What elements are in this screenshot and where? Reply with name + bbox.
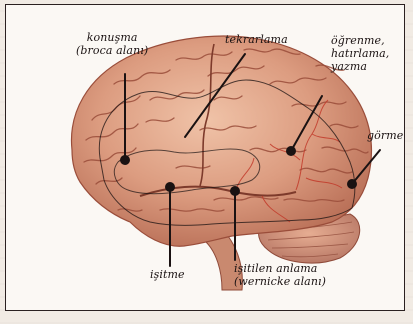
label-gorme: görme (367, 129, 403, 142)
label-ogrenme-line2: hatırlama, (331, 47, 389, 60)
label-isitme-line1: işitme (150, 268, 185, 281)
cerebrum (71, 36, 371, 246)
label-ogrenme-line1: öğrenme, (331, 34, 389, 47)
label-ogrenme: öğrenme, hatırlama, yazma (331, 34, 389, 73)
label-ogrenme-line3: yazma (331, 60, 389, 73)
label-isitilen: işitilen anlama (wernicke alanı) (234, 262, 326, 288)
label-gorme-line1: görme (367, 129, 403, 142)
dot-konusma (120, 155, 130, 165)
label-konusma: konuşma (broca alanı) (76, 31, 148, 57)
label-konusma-line2: (broca alanı) (76, 44, 148, 57)
dot-gorme (347, 179, 357, 189)
label-tekrarlama-line1: tekrarlama (225, 33, 288, 46)
label-konusma-line1: konuşma (76, 31, 148, 44)
label-isitme: işitme (150, 268, 185, 281)
label-tekrarlama: tekrarlama (225, 33, 288, 46)
label-isitilen-line1: işitilen anlama (234, 262, 326, 275)
dot-isitme (165, 182, 175, 192)
dot-isitilen (230, 186, 240, 196)
label-isitilen-line2: (wernicke alanı) (234, 275, 326, 288)
dot-ogrenme (286, 146, 296, 156)
